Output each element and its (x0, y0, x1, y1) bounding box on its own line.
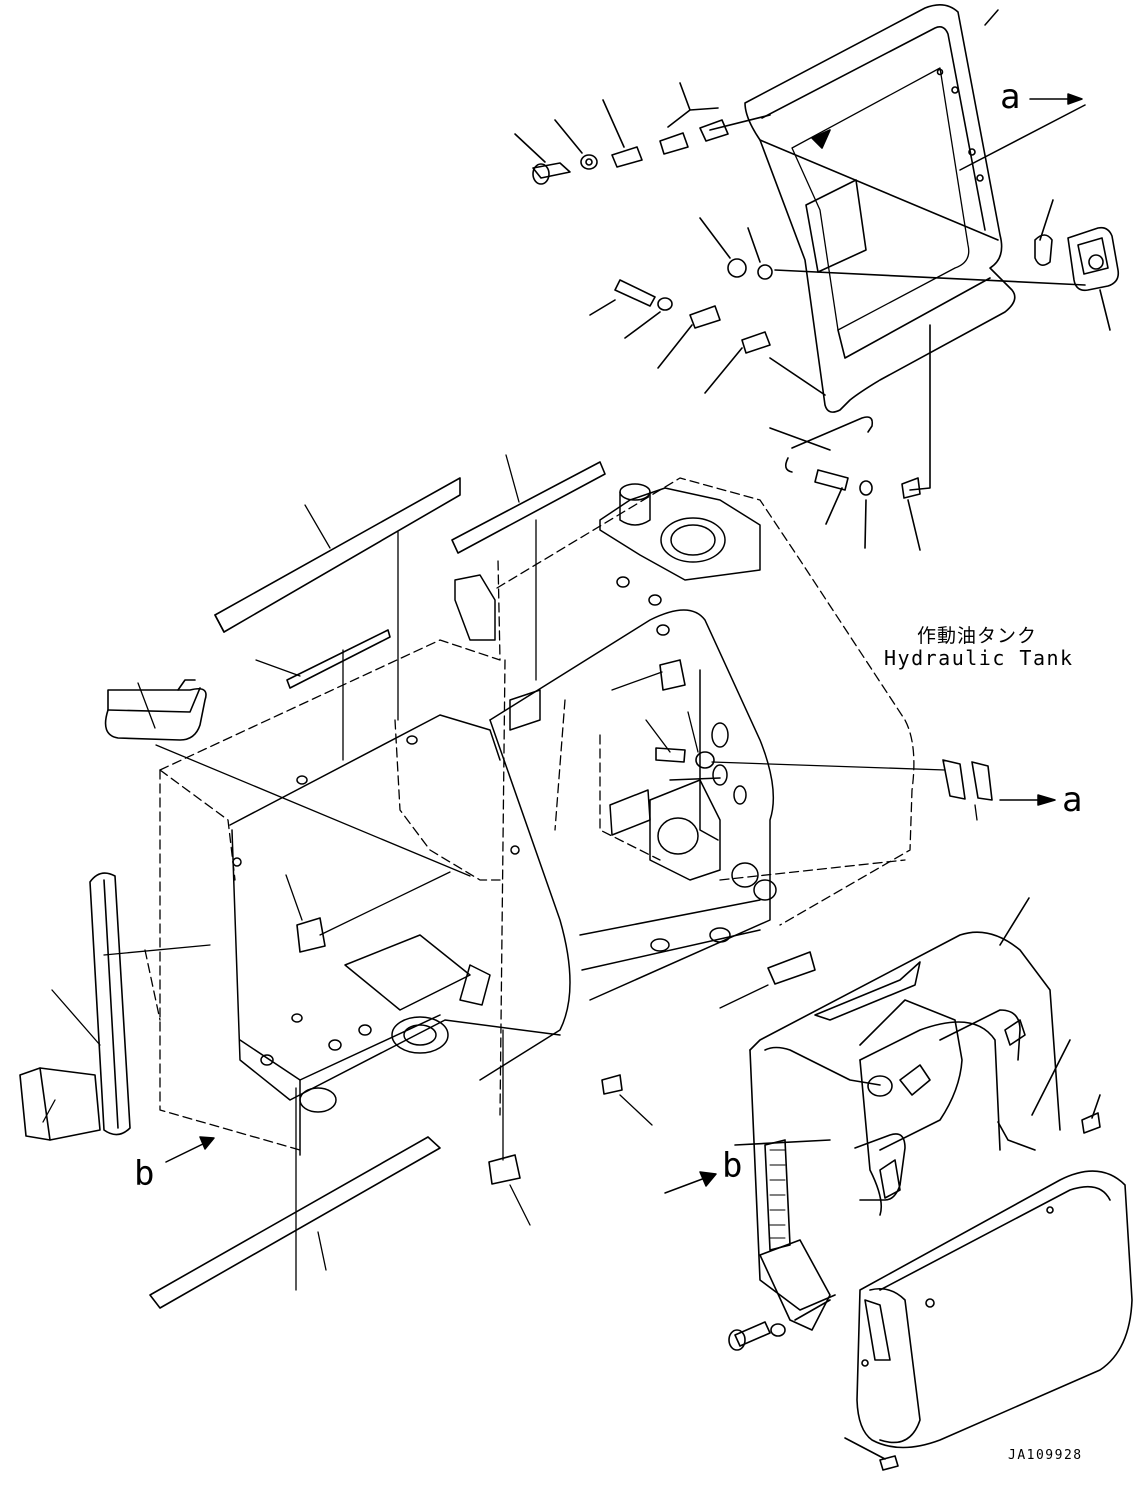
view-ref-a-top: a (1000, 77, 1021, 117)
hinge-hardware-upper (514, 82, 771, 185)
stay-rod-and-fasteners (769, 324, 931, 551)
view-ref-a-side: a (1062, 780, 1083, 820)
top-cover-panel (744, 4, 1016, 413)
hydraulic-tank-label-en: Hydraulic Tank (884, 646, 1074, 670)
hydraulic-tank-outline (144, 477, 915, 1151)
frame-structure (229, 574, 731, 1156)
seal-strips (19, 461, 993, 1309)
leader-lines (42, 454, 978, 1291)
bottom-bolt-washer (728, 1299, 831, 1351)
view-arrows (165, 9, 1086, 1194)
view-ref-b-right: b (722, 1146, 743, 1186)
drawing-number: JA109928 (1008, 1448, 1083, 1463)
view-ref-b-left: b (134, 1154, 155, 1194)
front-bottom-cover (844, 1094, 1133, 1471)
hydraulic-tank-label-jp: 作動油タンク (917, 625, 1038, 647)
lock-latch (1034, 199, 1120, 331)
side-cover (734, 897, 1071, 1331)
hinge-hardware-middle (589, 217, 1086, 396)
tank-body (479, 483, 777, 1081)
